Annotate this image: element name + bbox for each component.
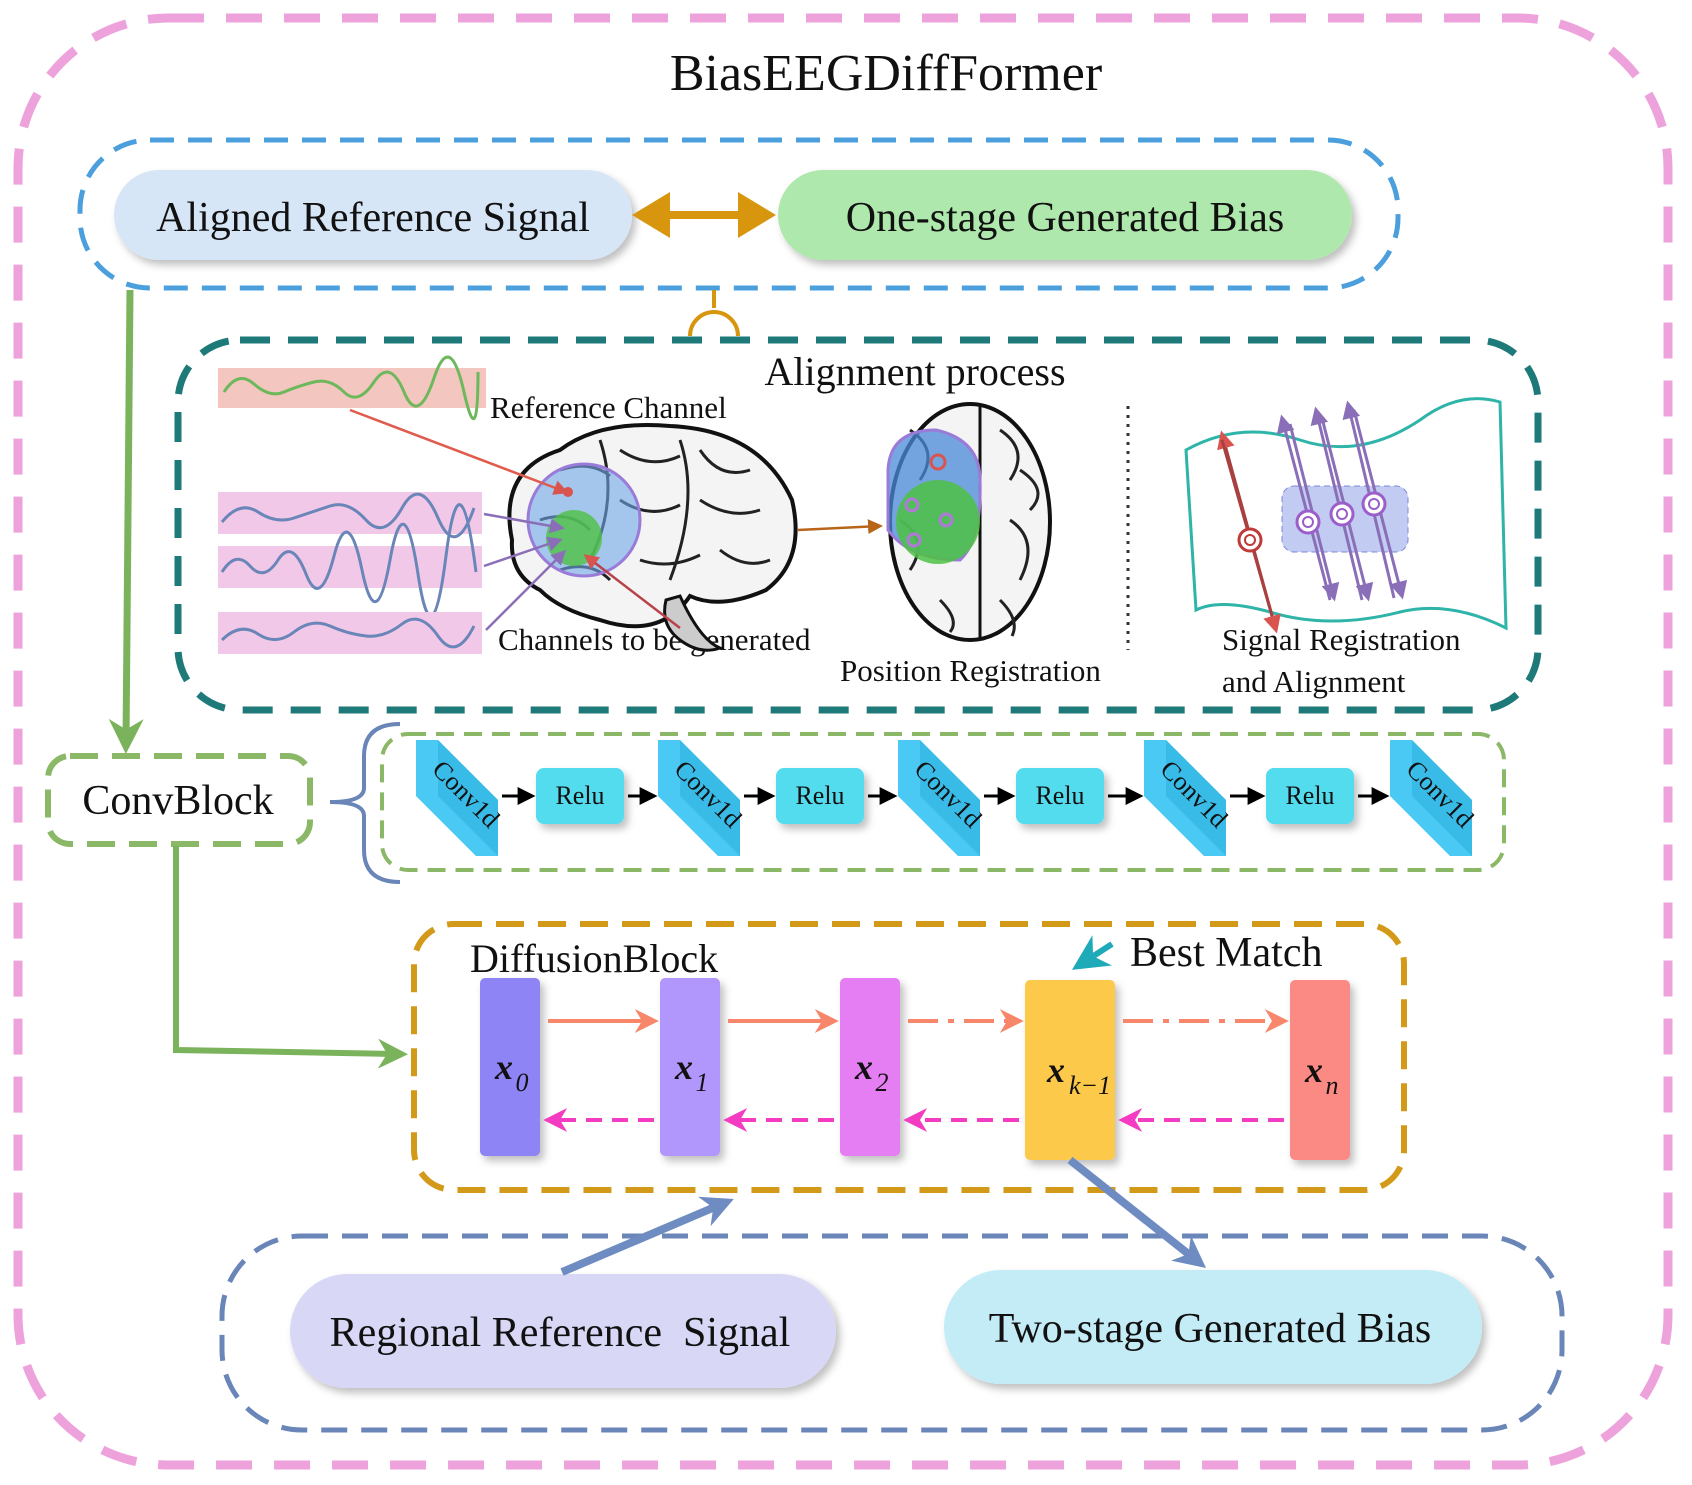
top-group-frame — [77, 137, 1401, 291]
brain-side-view-icon — [507, 423, 798, 652]
diffusion-state-subscript: 1 — [696, 1068, 709, 1097]
brain-to-topview-arrow — [797, 519, 883, 535]
diffusion-state-symbol: x — [674, 1047, 693, 1087]
alignment-double-arrow — [632, 192, 776, 238]
signal-registration-label-line1: Signal Registration — [1222, 622, 1461, 657]
signal-registration-icon — [1184, 397, 1508, 634]
relu-layer-label: Relu — [795, 781, 844, 810]
diffusion-state-symbol: x — [1304, 1050, 1323, 1090]
relu-layer: Relu — [536, 768, 624, 824]
position-registration-label: Position Registration — [840, 653, 1101, 688]
one-stage-bias-pill — [778, 170, 1352, 260]
signal-registration-label-line2: and Alignment — [1222, 664, 1406, 699]
channel-pointer-arrow-2 — [483, 536, 563, 568]
regional-reference-label: Regional Reference Signal — [330, 1310, 791, 1356]
two-stage-bias-label: Two-stage Generated Bias — [989, 1306, 1432, 1352]
diagram-title: BiasEEGDiffFormer — [670, 45, 1102, 102]
one-stage-bias-label: One-stage Generated Bias — [846, 195, 1284, 241]
best-match-to-two-stage-arrow — [1067, 1156, 1207, 1268]
diffusion-state-symbol: x — [854, 1047, 873, 1087]
aligned-reference-pill — [114, 170, 632, 260]
regional-reference-pill — [290, 1274, 836, 1388]
two-stage-bias-pill — [944, 1270, 1482, 1384]
connector-arc — [688, 290, 740, 337]
channels-to-generate-label: Channels to be generated — [498, 622, 811, 657]
diffusion-state-subscript: 0 — [516, 1068, 529, 1097]
generated-channel-strip-2 — [218, 503, 482, 618]
reference-channel-strip — [218, 355, 486, 421]
alignment-title: Alignment process — [764, 349, 1065, 394]
diffusion-state-symbol: x — [494, 1047, 513, 1087]
best-match-label: Best Match — [1130, 930, 1322, 976]
relu-layer: Relu — [1016, 768, 1104, 824]
outer-frame — [13, 13, 1673, 1470]
diffusion-state-subscript: k−1 — [1069, 1071, 1111, 1100]
relu-layer-label: Relu — [1285, 781, 1334, 810]
convblock-frame — [45, 753, 313, 847]
relu-layer-label: Relu — [555, 781, 604, 810]
aligned-reference-label: Aligned Reference Signal — [156, 195, 590, 241]
green-arrow-to-diffusion — [173, 846, 408, 1069]
bottom-group-frame — [219, 1233, 1565, 1433]
alignment-frame — [174, 336, 1542, 714]
channel-pointer-arrow-3 — [485, 549, 567, 631]
convblock-layers-frame — [380, 732, 1506, 872]
relu-layer: Relu — [1266, 768, 1354, 824]
convblock-layers: Conv1d Relu Conv1d Relu Conv1d Relu Conv1d Relu… — [416, 740, 1479, 856]
brain-top-view-icon — [886, 402, 1052, 642]
diffusion-frame — [411, 921, 1407, 1193]
diffusion-state-subscript: 2 — [876, 1068, 889, 1097]
generated-channel-strip-1 — [218, 492, 482, 539]
conv1d-layer: Conv1d — [416, 740, 505, 856]
diffusion-state-subscript: n — [1326, 1071, 1339, 1100]
convblock-label: ConvBlock — [82, 778, 273, 824]
green-arrow-to-convblock — [108, 289, 144, 754]
diffusion-state-symbol: x — [1046, 1050, 1065, 1090]
generated-channel-strip-3 — [218, 612, 482, 654]
best-match-arrow — [1071, 935, 1114, 970]
convblock-brace — [329, 722, 401, 884]
conv1d-layer: Conv1d — [1144, 740, 1233, 856]
reference-channel-label: Reference Channel — [490, 390, 727, 425]
conv1d-layer: Conv1d — [658, 740, 747, 856]
conv1d-layer: Conv1d — [1390, 740, 1479, 856]
relu-layer: Relu — [776, 768, 864, 824]
relu-layer-label: Relu — [1035, 781, 1084, 810]
generated-pointer-arrow — [583, 554, 681, 629]
channel-pointer-arrow-1 — [483, 512, 565, 534]
reference-pointer-arrow — [349, 408, 569, 495]
conv1d-layer: Conv1d — [898, 740, 987, 856]
regional-to-diffusion-arrow — [560, 1196, 734, 1276]
diffusion-label: DiffusionBlock — [470, 936, 718, 981]
